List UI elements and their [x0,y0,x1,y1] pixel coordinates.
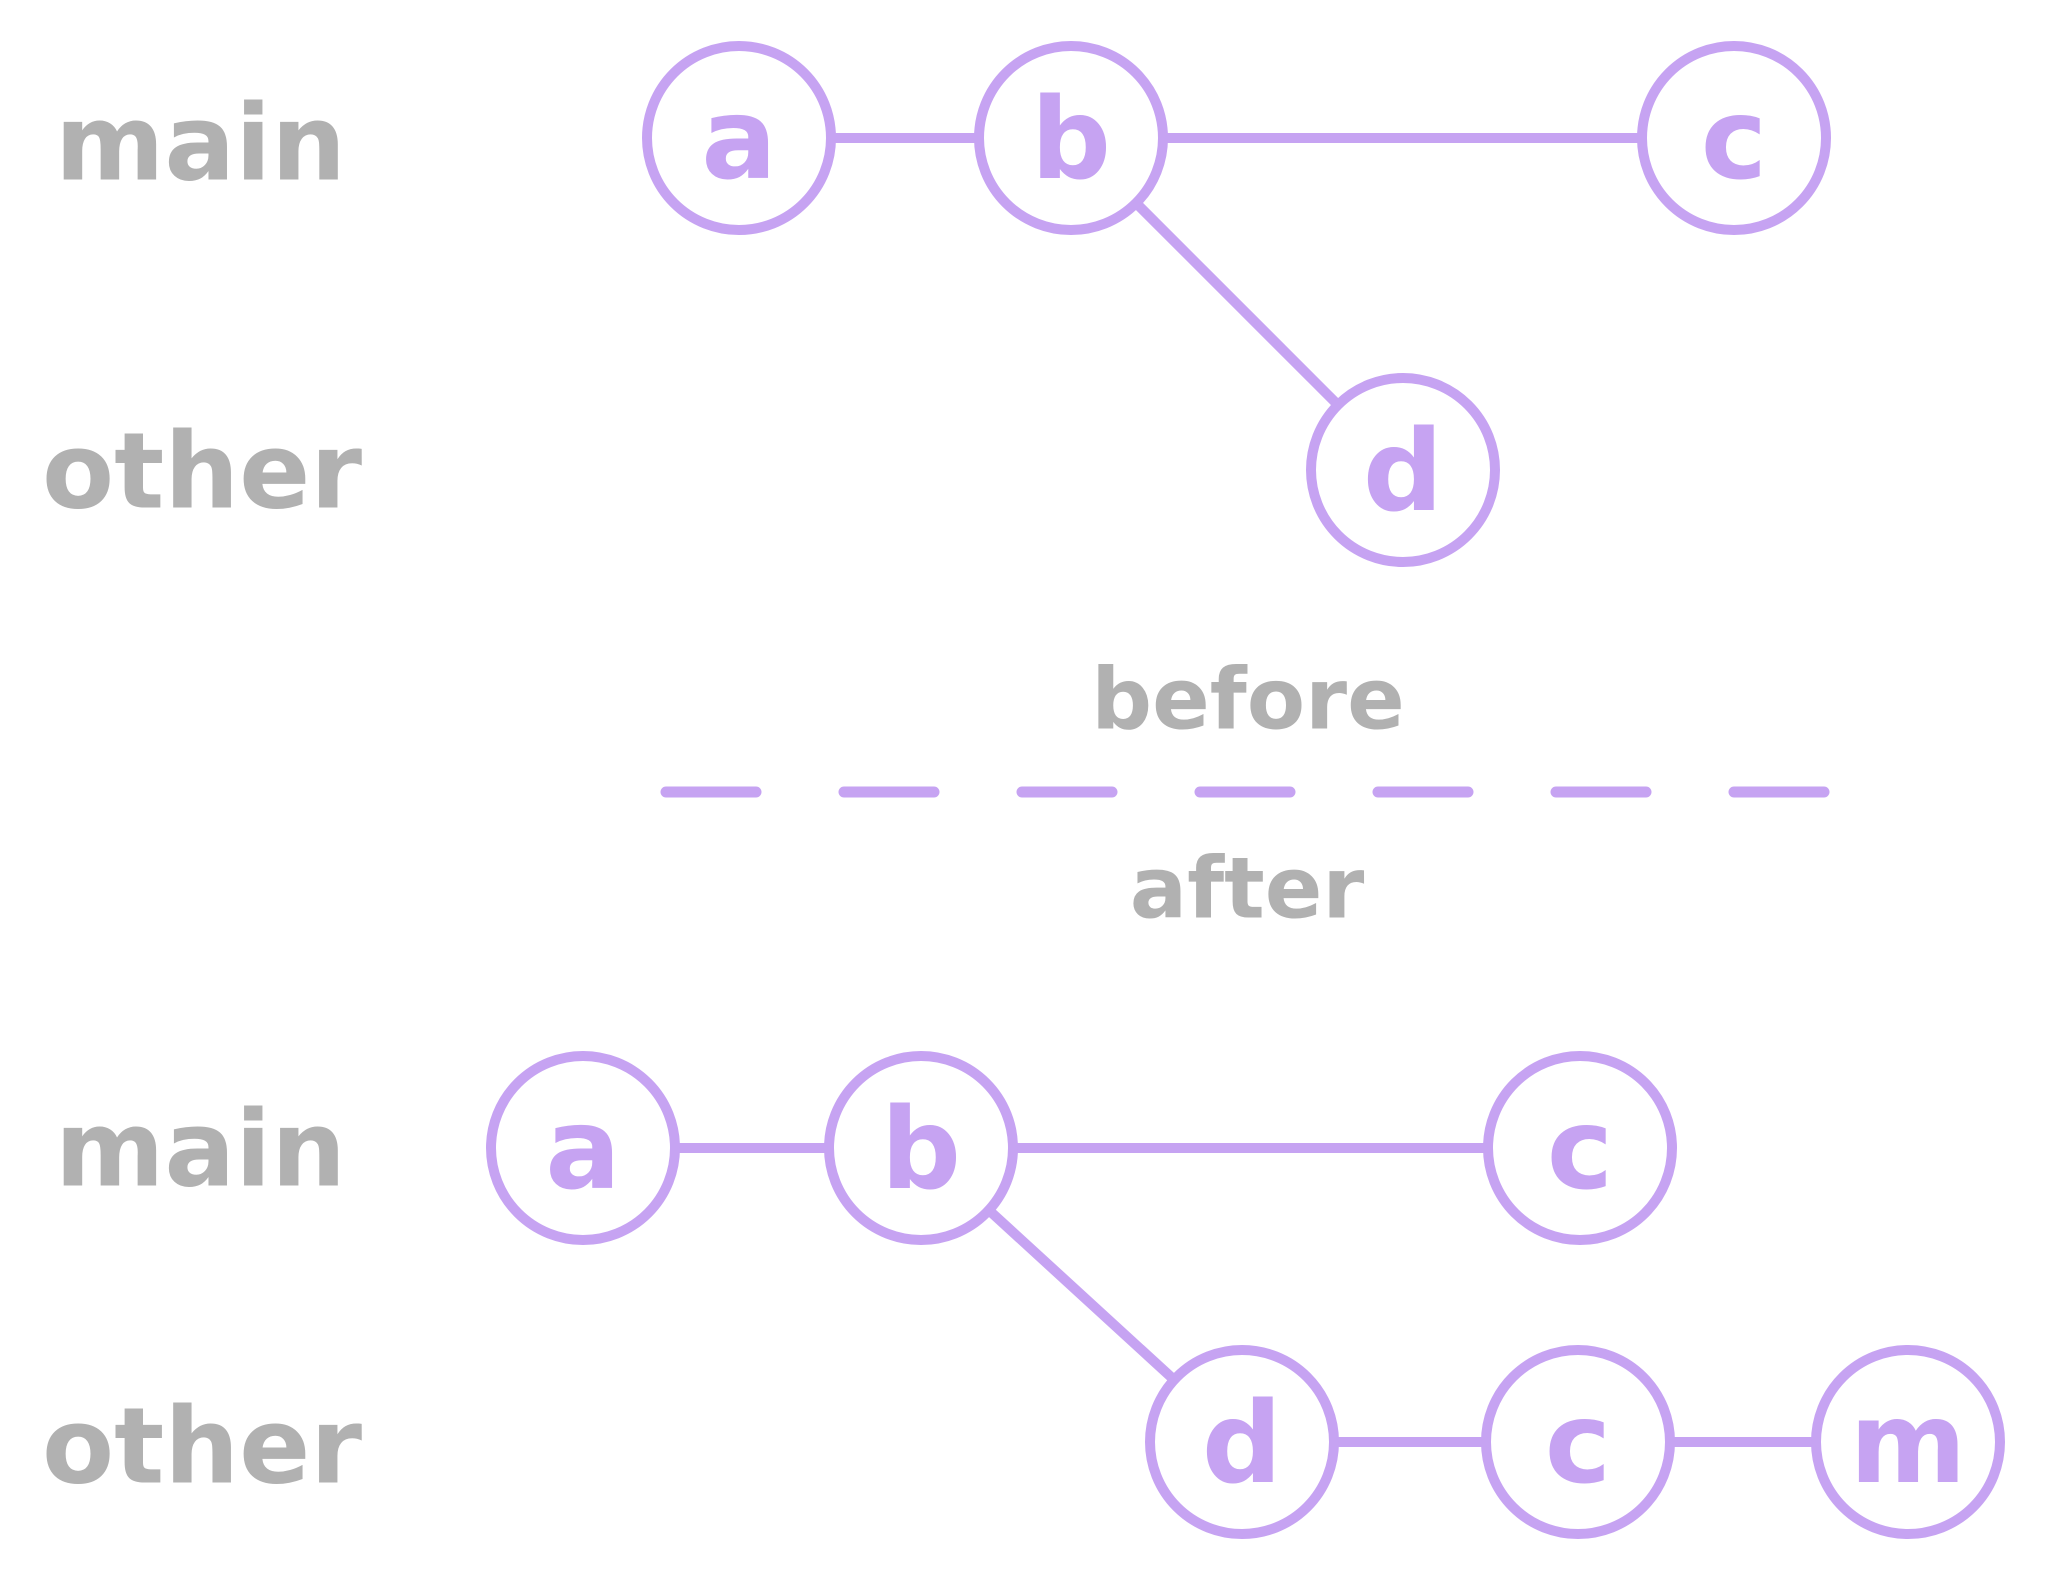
before-commit-node-a: a [642,41,836,235]
after-commit-node-b: b [824,1051,1018,1245]
commit-letter: a [701,75,777,205]
commit-letter: d [1201,1379,1283,1509]
after-commit-node-d: d [1145,1345,1339,1539]
after-commit-node-c-main: c [1483,1051,1677,1245]
after-commit-node-m: m [1811,1345,2005,1539]
after-commit-node-a: a [486,1051,680,1245]
commit-letter: c [1700,75,1768,205]
commit-letter: c [1546,1085,1614,1215]
after-other-branch-label: other [42,1385,363,1508]
before-commit-node-d: d [1306,373,1500,567]
before-commit-node-c: c [1637,41,1831,235]
divider-before-label: before [1091,650,1405,750]
commit-letter: b [1030,75,1112,205]
before-commit-node-b: b [974,41,1168,235]
after-main-branch-label: main [55,1088,347,1211]
commit-letter: a [545,1085,621,1215]
divider-after-label: after [1129,839,1365,939]
after-commit-node-c-other: c [1481,1345,1675,1539]
commit-letter: c [1544,1379,1612,1509]
commit-letter: b [880,1085,962,1215]
before-main-branch-label: main [55,82,347,205]
commit-letter: d [1362,407,1444,537]
commit-letter: m [1849,1379,1967,1509]
before-other-branch-label: other [42,410,363,533]
